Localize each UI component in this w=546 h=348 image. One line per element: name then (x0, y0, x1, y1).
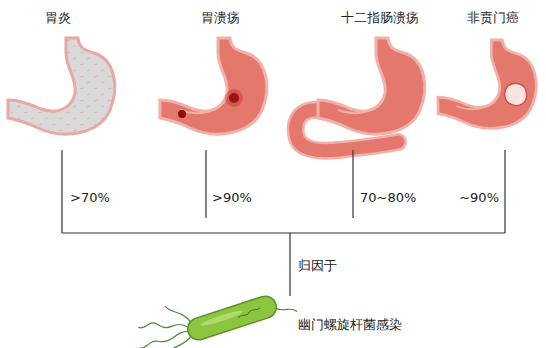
cancer-stomach (438, 40, 536, 128)
percentage: >70% (70, 190, 110, 206)
bracket-lines (62, 150, 505, 296)
disease-title: 胃溃疡 (201, 10, 240, 26)
percentage: >90% (212, 190, 252, 206)
disease-title: 胃炎 (45, 10, 71, 26)
gastritis-stomach (8, 38, 115, 134)
bacterium-label: 幽门螺旋杆菌感染 (298, 317, 402, 333)
disease-title: 非贲门癌 (467, 10, 519, 26)
ulcer-stomach (160, 38, 267, 134)
disease-title: 十二指肠溃疡 (341, 10, 419, 26)
attribution-label: 归因于 (298, 258, 337, 274)
bacterium (129, 268, 300, 348)
percentage: 70~80% (360, 190, 416, 206)
percentage: ~90% (459, 190, 499, 206)
duodenal-stomach (296, 38, 425, 151)
